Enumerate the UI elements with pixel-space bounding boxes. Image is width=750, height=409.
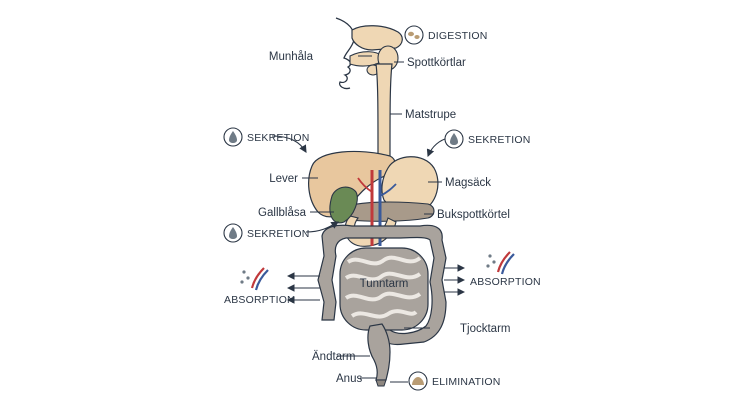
label-absorption-right: ABSORPTION — [470, 276, 541, 288]
label-digestion: DIGESTION — [428, 30, 488, 42]
label-spottkortlar: Spottkörtlar — [407, 57, 466, 69]
label-tjocktarm: Tjocktarm — [460, 323, 510, 335]
secretion-drop-icon — [223, 223, 243, 243]
process-arrows — [271, 135, 466, 304]
label-matstrupe: Matstrupe — [405, 109, 456, 121]
absorption-villus-icon — [486, 251, 515, 275]
small-intestine — [339, 247, 429, 331]
label-bukspottkortel: Bukspottkörtel — [437, 209, 510, 221]
digestion-icon — [404, 25, 424, 45]
elimination-icon — [408, 371, 428, 391]
leader-lines — [302, 55, 442, 383]
label-sekretion-lower: SEKRETION — [247, 228, 309, 240]
label-gallblasa: Gallblåsa — [258, 207, 307, 219]
label-elimination: ELIMINATION — [432, 376, 501, 388]
absorption-villus-icon — [240, 267, 269, 291]
secretion-drop-icon — [444, 129, 464, 149]
process-labels: DIGESTION SEKRETION SEKRETION SEKRETION … — [224, 30, 541, 388]
label-sekretion-left: SEKRETION — [247, 132, 309, 144]
label-andtarm: Ändtarm — [312, 351, 355, 363]
label-magsack: Magsäck — [445, 177, 491, 189]
gallbladder — [329, 186, 358, 224]
label-anus: Anus — [336, 373, 362, 385]
secretion-drop-icon — [223, 127, 243, 147]
label-absorption-left: ABSORPTION — [224, 294, 295, 306]
label-munhala: Munhåla — [269, 51, 314, 63]
label-lever: Lever — [269, 173, 298, 185]
label-sekretion-right: SEKRETION — [468, 134, 530, 146]
head-mouth — [335, 17, 403, 90]
organ-labels: Munhåla Spottkörtlar Matstrupe Lever Mag… — [258, 51, 510, 385]
rectum — [367, 323, 391, 381]
label-tunntarm: Tunntarm — [360, 278, 409, 290]
anus — [375, 379, 387, 387]
